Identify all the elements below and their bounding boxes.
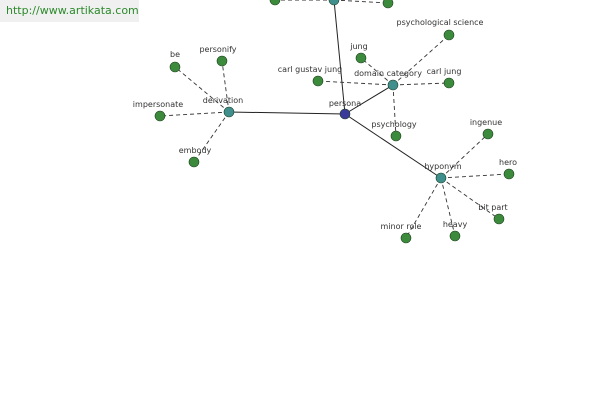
edge-derivation-personify <box>221 60 230 113</box>
node-psychological-science[interactable] <box>443 29 455 41</box>
node-bit-part[interactable] <box>493 213 505 225</box>
watermark-url[interactable]: http://www.artikata.com <box>6 4 139 17</box>
node-domain-category[interactable] <box>387 79 399 91</box>
node-jung[interactable] <box>355 52 367 64</box>
edge-top-hub-top-right-leaf <box>333 0 389 4</box>
node-top-hub[interactable] <box>328 0 340 6</box>
node-label-hero[interactable]: hero <box>499 158 517 167</box>
node-minor-role[interactable] <box>400 232 412 244</box>
node-hero[interactable] <box>503 168 515 180</box>
node-carl-jung[interactable] <box>443 77 455 89</box>
edge-persona-top-hub <box>333 0 346 115</box>
node-label-domain-category[interactable]: domain category <box>354 69 422 78</box>
node-carl-gustav-jung[interactable] <box>312 75 324 87</box>
node-label-be[interactable]: be <box>170 50 180 59</box>
node-be[interactable] <box>169 61 181 73</box>
edge-hyponym-heavy <box>440 177 456 237</box>
edge-domain-category-psychological-science <box>392 34 450 86</box>
edge-persona-derivation <box>228 111 346 115</box>
edge-derivation-embody <box>193 111 230 163</box>
node-impersonate[interactable] <box>154 110 166 122</box>
node-label-bit-part[interactable]: bit part <box>478 203 507 212</box>
node-embody[interactable] <box>188 156 200 168</box>
edge-persona-domain-category <box>344 84 394 115</box>
node-derivation[interactable] <box>223 106 235 118</box>
node-label-psychological-science[interactable]: psychological science <box>397 18 484 27</box>
edge-layer <box>159 0 510 239</box>
edge-hyponym-bit-part <box>440 177 500 220</box>
node-label-heavy[interactable]: heavy <box>443 220 468 229</box>
node-label-personify[interactable]: personify <box>199 45 236 54</box>
edge-persona-hyponym <box>344 113 442 179</box>
node-personify[interactable] <box>216 55 228 67</box>
node-label-persona[interactable]: persona <box>329 99 361 108</box>
edge-hyponym-hero <box>440 173 510 179</box>
edge-hyponym-minor-role <box>405 177 442 239</box>
node-label-psychology[interactable]: psychology <box>371 120 417 129</box>
node-persona[interactable] <box>339 108 351 120</box>
node-psychology[interactable] <box>390 130 402 142</box>
node-label-embody[interactable]: embody <box>179 146 212 155</box>
node-label-minor-role[interactable]: minor role <box>381 222 422 231</box>
edge-domain-category-carl-gustav-jung <box>317 80 394 86</box>
watermark-bar: http://www.artikata.com <box>0 0 139 22</box>
node-layer <box>154 0 515 244</box>
edge-domain-category-carl-jung <box>392 82 450 86</box>
node-heavy[interactable] <box>449 230 461 242</box>
node-hyponym[interactable] <box>435 172 447 184</box>
label-layer: persona derivation domain category hyponym b… <box>133 18 517 231</box>
edge-derivation-be <box>174 66 230 113</box>
node-top-left-leaf[interactable] <box>269 0 281 6</box>
node-label-hyponym[interactable]: hyponym <box>424 162 462 171</box>
edge-derivation-impersonate <box>159 111 230 117</box>
node-label-derivation[interactable]: derivation <box>203 96 243 105</box>
edge-hyponym-ingenue <box>440 133 489 179</box>
node-label-jung[interactable]: jung <box>349 42 367 51</box>
node-top-right-leaf[interactable] <box>382 0 394 9</box>
node-label-carl-jung[interactable]: carl jung <box>427 67 462 76</box>
node-label-ingenue[interactable]: ingenue <box>470 118 502 127</box>
node-label-impersonate[interactable]: impersonate <box>133 100 183 109</box>
node-ingenue[interactable] <box>482 128 494 140</box>
node-label-carl-gustav-jung[interactable]: carl gustav jung <box>278 65 342 74</box>
edge-domain-category-psychology <box>392 84 397 137</box>
